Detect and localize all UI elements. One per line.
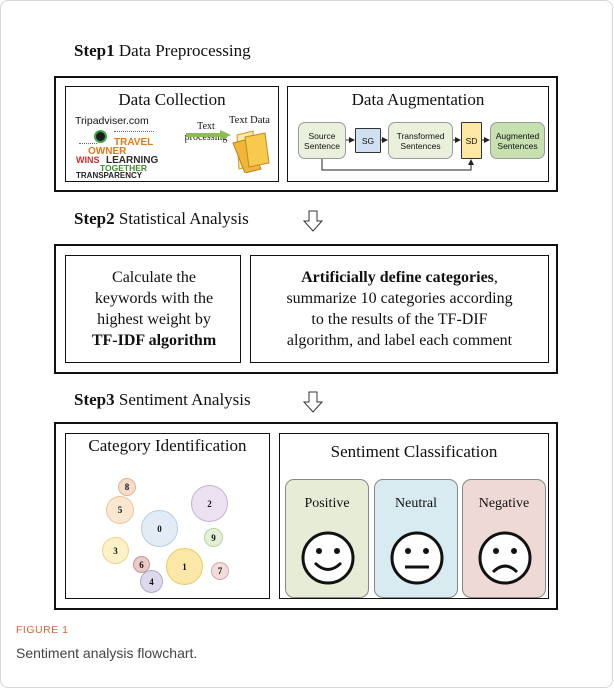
word-learning: LEARNING — [106, 155, 159, 166]
category-bubble-1: 1 — [166, 548, 203, 585]
step2-title-text: Statistical Analysis — [118, 209, 249, 228]
bubble-label-6: 6 — [139, 559, 144, 570]
bubble-label-4: 4 — [149, 576, 154, 587]
sg-text: SG — [361, 135, 375, 146]
category-bubble-0: 0 — [141, 510, 178, 547]
step2-title: Step2 Statistical Analysis — [74, 209, 249, 229]
source-sentence-node: Source Sentence — [298, 122, 346, 159]
category-bubble-8: 8 — [118, 478, 136, 496]
bubble-label-8: 8 — [124, 482, 130, 492]
step3-title: Step3 Sentiment Analysis — [74, 390, 251, 410]
text-data-label: Text Data — [229, 115, 270, 126]
step3-number: Step3 — [74, 390, 115, 409]
augmentation-arrows — [321, 137, 490, 171]
data-collection-box: Data Collection Tripadviser.com TRAVEL O… — [65, 86, 279, 182]
categories-text: Artificially define categories, summariz… — [251, 256, 548, 362]
step1-number: Step1 — [74, 41, 115, 60]
category-bubble-6: 6 — [133, 556, 150, 573]
categories-comma: , — [493, 269, 498, 286]
step1-title: Step1 Data Preprocessing — [74, 41, 251, 61]
word-cloud-decorative-text — [79, 143, 97, 148]
transformed-sentences-node: Transformed Sentences — [388, 122, 453, 159]
categories-line-3: to the results of the TF-DIF — [311, 311, 488, 328]
sd-text: SD — [465, 135, 478, 146]
neutral-face-icon — [390, 531, 444, 585]
tfidf-line-1: Calculate the — [112, 269, 196, 286]
word-wins: WINS — [76, 155, 100, 165]
step3-down-arrow-icon — [303, 391, 323, 413]
source-website: Tripadviser.com — [75, 115, 149, 127]
tfidf-line-3: highest weight by — [97, 311, 211, 328]
category-bubble-5: 5 — [106, 496, 134, 524]
negative-class-box: Negative — [462, 479, 546, 598]
word-transparency: TRANSPARENCY — [76, 171, 143, 180]
tfidf-line-2: keywords with the — [94, 290, 214, 307]
bubble-label-2: 2 — [207, 498, 212, 509]
category-bubble-4: 4 — [140, 570, 163, 593]
sd-node: SD — [461, 122, 482, 159]
step3-panel: Category Identification 8 2 5 0 9 3 6 1 … — [54, 422, 558, 610]
categories-line-1: Artificially define categories, — [301, 267, 498, 288]
figure-label: FIGURE 1 — [16, 624, 69, 636]
bubble-label-0: 0 — [157, 523, 162, 534]
step1-panel: Data Collection Tripadviser.com TRAVEL O… — [54, 76, 558, 192]
positive-class-box: Positive — [285, 479, 369, 598]
word-together: TOGETHER — [100, 163, 148, 173]
category-bubble-2: 2 — [191, 485, 228, 522]
negative-label: Negative — [478, 496, 530, 511]
augmented-sentences-text: Augmented Sentences — [495, 130, 540, 151]
smiley-face-icon — [301, 531, 355, 585]
augmented-sentences-node: Augmented Sentences — [490, 122, 545, 159]
tfidf-box: Calculate the keywords with the highest … — [65, 255, 241, 363]
sentiment-classification-box: Sentiment Classification Positive Neutra… — [279, 433, 549, 599]
bubble-label-7: 7 — [217, 566, 223, 576]
category-identification-heading: Category Identification — [88, 436, 247, 455]
folder-icon — [232, 130, 270, 173]
bubble-label-3: 3 — [113, 545, 118, 556]
step2-panel: Calculate the keywords with the highest … — [54, 244, 558, 374]
sad-face-icon — [478, 531, 532, 585]
bubble-label-5: 5 — [117, 505, 123, 515]
text-processing-text: Text processing — [184, 121, 228, 143]
step2-down-arrow-icon — [303, 210, 323, 232]
positive-label: Positive — [304, 496, 350, 511]
step1-title-text: Data Preprocessing — [118, 41, 251, 60]
step3-title-text: Sentiment Analysis — [118, 390, 251, 409]
tfidf-algorithm-label: TF-IDF algorithm — [91, 332, 217, 349]
tfidf-text: Calculate the keywords with the highest … — [66, 256, 242, 362]
sentiment-classification-heading: Sentiment Classification — [330, 442, 498, 461]
step2-number: Step2 — [74, 209, 115, 228]
neutral-label: Neutral — [395, 496, 437, 511]
neutral-class-box: Neutral — [374, 479, 458, 598]
define-categories-label: Artificially define categories — [301, 269, 494, 286]
category-bubble-9: 9 — [204, 528, 223, 547]
word-cloud: TRAVEL OWNER WINS LEARNING TOGETHER TRAN… — [74, 129, 186, 180]
categories-box: Artificially define categories, summariz… — [250, 255, 549, 363]
categories-line-4: algorithm, and label each comment — [286, 332, 513, 349]
source-sentence-text: Source Sentence — [304, 130, 340, 151]
travel-logo-icon — [94, 130, 107, 143]
text-processing-arrow — [186, 130, 231, 140]
bubble-label-9: 9 — [211, 532, 216, 543]
category-bubble-3: 3 — [102, 537, 129, 564]
word-owner: OWNER — [88, 146, 127, 157]
data-augmentation-box: Data Augmentation Source Sentence SG Tra… — [287, 86, 549, 182]
data-collection-heading: Data Collection — [118, 90, 226, 109]
sg-node: SG — [355, 128, 381, 153]
bubble-label-1: 1 — [182, 561, 187, 572]
word-cloud-decorative-text — [114, 131, 154, 136]
word-travel: TRAVEL — [114, 137, 154, 148]
category-bubble-7: 7 — [211, 562, 229, 580]
text-processing-label: Text processing — [183, 121, 229, 143]
category-identification-box: Category Identification 8 2 5 0 9 3 6 1 … — [65, 433, 270, 599]
figure-caption: Sentiment analysis flowchart. — [16, 645, 198, 661]
data-augmentation-heading: Data Augmentation — [351, 90, 485, 109]
transformed-sentences-text: Transformed Sentences — [396, 130, 445, 151]
categories-line-2: summarize 10 categories according — [286, 290, 513, 307]
